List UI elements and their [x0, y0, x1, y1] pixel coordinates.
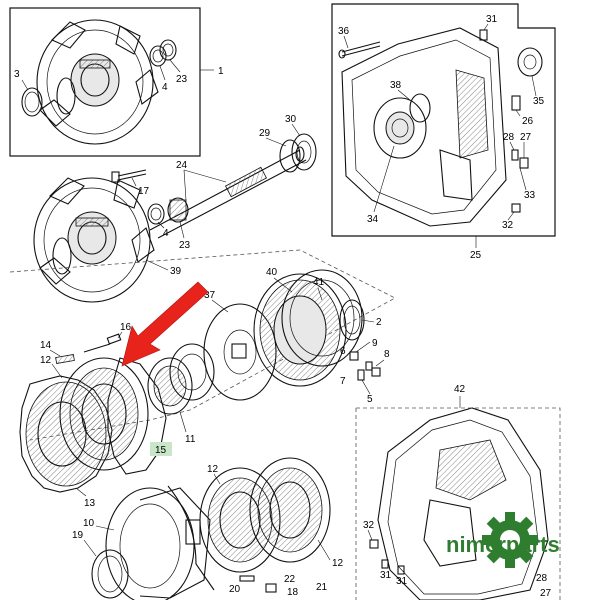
housing-42 [369, 407, 549, 600]
callout-33: 33 [524, 190, 536, 201]
callout-22: 22 [284, 574, 296, 585]
callout-41: 41 [313, 277, 325, 288]
callout-2: 2 [376, 317, 382, 328]
callout-21: 21 [316, 582, 328, 593]
callout-28: 28 [503, 132, 515, 143]
callout-23: 23 [179, 240, 191, 251]
clutch-drum [253, 269, 381, 387]
callout-19: 19 [72, 530, 84, 541]
callout-42: 42 [454, 384, 466, 395]
callout-10: 10 [83, 518, 95, 529]
clutch-pack-lower [91, 457, 331, 600]
callout-31: 31 [380, 570, 392, 581]
assembly-box-1 [9, 7, 201, 157]
assembly-box-25 [331, 3, 556, 237]
clutch-pack-upper [19, 333, 215, 493]
callout-31: 31 [486, 14, 498, 25]
callout-3: 3 [14, 69, 20, 80]
dashed-envelope-42 [355, 407, 561, 600]
callout-37: 37 [204, 290, 216, 301]
watermark-text: nimerparts [446, 532, 560, 557]
callout-25: 25 [470, 250, 482, 261]
callout-35: 35 [533, 96, 545, 107]
callout-9: 9 [372, 338, 378, 349]
callout-32: 32 [363, 520, 375, 531]
callout-23: 23 [176, 74, 188, 85]
callout-15: 15 [155, 445, 167, 456]
callout-12: 12 [332, 558, 344, 569]
callout-39: 39 [170, 266, 182, 277]
callout-27: 27 [540, 588, 552, 599]
callout-12: 12 [207, 464, 219, 475]
callout-40: 40 [266, 267, 278, 278]
callout-30: 30 [285, 114, 297, 125]
callout-28: 28 [536, 573, 548, 584]
callout-1: 1 [218, 66, 224, 77]
callout-14: 14 [40, 340, 52, 351]
callout-20: 20 [229, 584, 241, 595]
callout-18: 18 [287, 587, 299, 598]
callout-24: 24 [176, 160, 188, 171]
callout-38: 38 [390, 80, 402, 91]
callout-17: 17 [138, 186, 150, 197]
callout-27: 27 [520, 132, 532, 143]
callout-4: 4 [162, 82, 168, 93]
callout-32: 32 [502, 220, 514, 231]
callout-5: 5 [367, 394, 373, 405]
callout-12: 12 [40, 355, 52, 366]
callout-26: 26 [522, 116, 534, 127]
callout-11: 11 [185, 434, 196, 445]
nimerparts-watermark: nimerparts [446, 512, 560, 568]
callout-36: 36 [338, 26, 350, 37]
black-pointer-arrow [167, 485, 215, 591]
callout-16: 16 [120, 322, 132, 333]
shaft-assembly [33, 133, 317, 303]
callout-31: 31 [396, 576, 408, 587]
red-pointer-arrow [121, 281, 209, 367]
callout-29: 29 [259, 128, 271, 139]
callout-15-highlight [150, 442, 172, 456]
callout-8: 8 [384, 349, 390, 360]
callout-13: 13 [84, 498, 96, 509]
callout-6: 6 [340, 346, 346, 357]
callout-4: 4 [163, 228, 169, 239]
callout-34: 34 [367, 214, 379, 225]
callout-7: 7 [340, 376, 346, 387]
